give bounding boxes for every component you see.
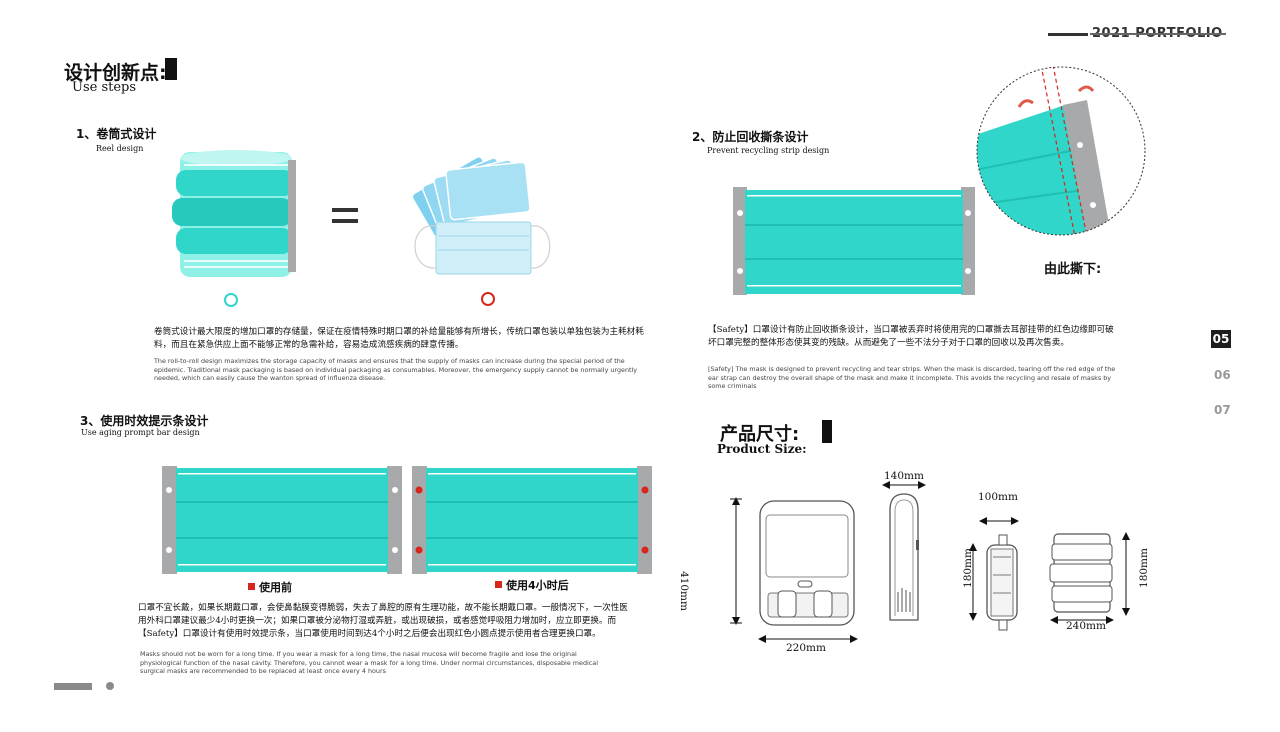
- section3-body-en: Masks should not be worn for a long time…: [140, 650, 598, 675]
- section1-body-en: The roll-to-roll design maximizes the st…: [154, 357, 638, 382]
- header-bar-left: [1048, 33, 1088, 36]
- mask-roll-top-drawing: [969, 517, 1019, 631]
- before-label: 使用前: [259, 581, 292, 594]
- section3-body-zh: 口罩不宜长戴，如果长期戴口罩，会使鼻黏膜变得脆弱，失去了鼻腔的原有生理功能，故不…: [138, 603, 628, 639]
- mask-before-illustration: [162, 466, 402, 574]
- after-marker-icon: [495, 581, 502, 588]
- mask-after-illustration: [412, 466, 652, 574]
- section2-subtitle: Prevent recycling strip design: [707, 146, 830, 155]
- page-05[interactable]: 05: [1211, 330, 1231, 348]
- main-title: 设计创新点:: [64, 62, 167, 84]
- mask-roll-side-drawing: [1049, 532, 1130, 624]
- section1-title: 1、卷筒式设计: [76, 127, 157, 141]
- page-06[interactable]: 06: [1214, 368, 1231, 382]
- teal-circle-icon: [224, 293, 238, 307]
- section2-body-en: [Safety] The mask is designed to prevent…: [708, 365, 1116, 390]
- footer-dot: [106, 682, 114, 690]
- product-size-title: 产品尺寸:: [720, 424, 800, 445]
- dim-width-220: 220mm: [786, 642, 826, 654]
- header-bar-right: [1090, 33, 1226, 35]
- dim-width-240: 240mm: [1066, 620, 1106, 632]
- dim-width-100: 100mm: [978, 491, 1018, 503]
- product-size-block: [822, 420, 832, 443]
- dispenser-front-drawing: [730, 497, 858, 643]
- footer-bar: [54, 683, 92, 690]
- dispenser-side-drawing: [882, 481, 926, 621]
- tear-strip-mask-illustration: [733, 187, 975, 295]
- main-subtitle: Use steps: [72, 80, 137, 95]
- tear-here-label: 由此撕下:: [1044, 262, 1102, 277]
- section1-subtitle: Reel design: [96, 144, 144, 153]
- reel-illustration: [172, 150, 296, 277]
- dim-height-410: 410mm: [678, 571, 690, 611]
- main-title-block: [165, 58, 177, 80]
- equals-sign: [332, 208, 358, 224]
- section3-title: 3、使用时效提示条设计: [80, 414, 209, 428]
- dim-height-180-b: 180mm: [1137, 548, 1150, 588]
- tear-zoom-illustration: [976, 66, 1146, 236]
- mask-stack-illustration: [411, 156, 551, 275]
- page-07[interactable]: 07: [1214, 403, 1231, 417]
- section1-body-zh: 卷筒式设计最大限度的增加口罩的存储量，保证在疫情特殊时期口罩的补给量能够有所增长…: [154, 327, 644, 350]
- dim-height-180-a: 180mm: [961, 548, 974, 588]
- section2-body-zh: 【Safety】口罩设计有防止回收撕条设计，当口罩被丢弃时将使用完的口罩撕去耳部…: [708, 325, 1114, 348]
- dim-width-140: 140mm: [884, 470, 924, 482]
- before-marker-icon: [248, 583, 255, 590]
- red-circle-icon: [481, 292, 495, 306]
- after-label: 使用4小时后: [506, 579, 569, 592]
- section2-title: 2、防止回收撕条设计: [692, 130, 809, 144]
- product-size-subtitle: Product Size:: [717, 442, 807, 456]
- section3-subtitle: Use aging prompt bar design: [81, 428, 200, 437]
